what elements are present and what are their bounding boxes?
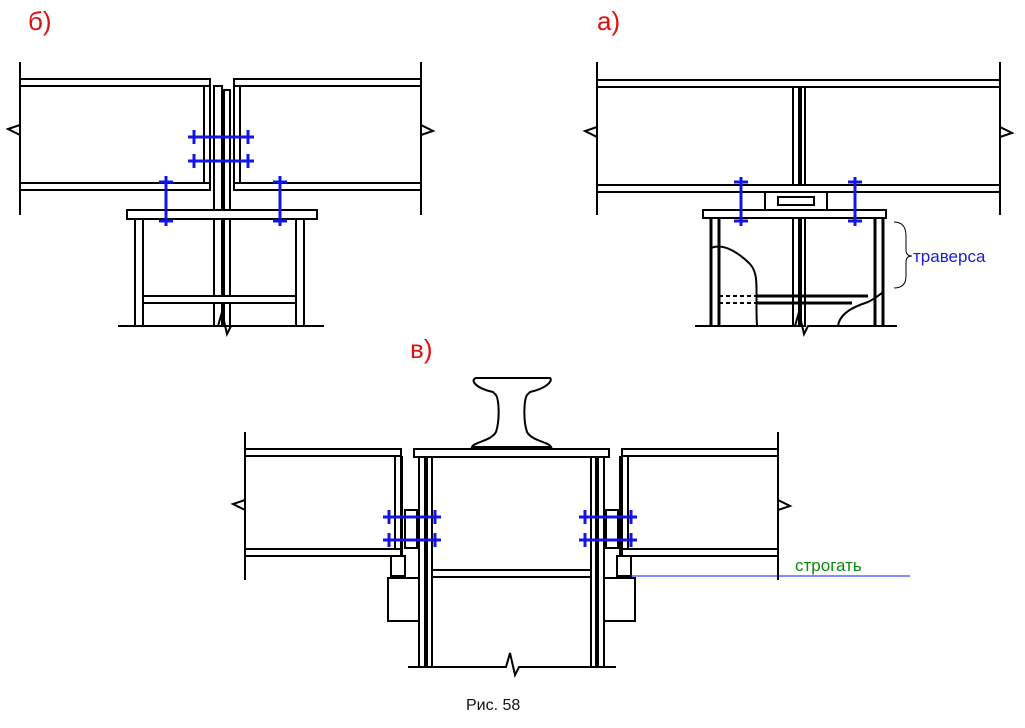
- bolt: [848, 177, 862, 226]
- rail-i-beam: [470, 377, 553, 448]
- panel-b-left-beam: [5, 62, 211, 215]
- panel-v-cap-plate: [413, 448, 610, 458]
- panel-a-continuous-beam: [582, 62, 1015, 215]
- panel-v-bolts: [383, 510, 637, 547]
- panel-a-bearing-pad: [764, 191, 828, 211]
- panel-b-beam-end-stiffeners: [203, 85, 241, 184]
- panel-b-bolts: [159, 130, 287, 226]
- panel-b-column-cap-plate: [126, 209, 318, 220]
- bolt: [273, 176, 287, 226]
- figure-caption: Рис. 58: [466, 697, 520, 714]
- panel-b-right-beam: [233, 62, 436, 215]
- panel-a: а): [582, 6, 1015, 337]
- panel-b-label: б): [28, 6, 52, 36]
- traversa-brace: [893, 221, 913, 289]
- panel-v: в): [230, 334, 910, 678]
- panel-b-splice-plate: [213, 85, 231, 212]
- panel-a-label: а): [597, 6, 620, 36]
- bolt: [579, 510, 637, 524]
- panel-a-bolts: [734, 177, 862, 226]
- bolt: [188, 130, 254, 144]
- panel-v-column: [387, 456, 636, 678]
- panel-a-column-top-plate: [702, 209, 887, 219]
- panel-v-left-beam: [230, 432, 402, 580]
- strogat-label: строгать: [795, 556, 862, 575]
- bolt: [159, 176, 173, 226]
- bolt: [383, 510, 441, 524]
- traversa-label: траверса: [913, 247, 986, 266]
- panel-v-right-beam: [621, 432, 793, 580]
- panel-v-label: в): [410, 334, 432, 364]
- panel-b: б): [5, 6, 436, 337]
- bolt: [188, 154, 254, 168]
- panel-a-column: [695, 217, 897, 337]
- bolt: [383, 533, 441, 547]
- panel-b-column: [118, 218, 324, 337]
- bolt: [579, 533, 637, 547]
- bolt: [734, 177, 748, 226]
